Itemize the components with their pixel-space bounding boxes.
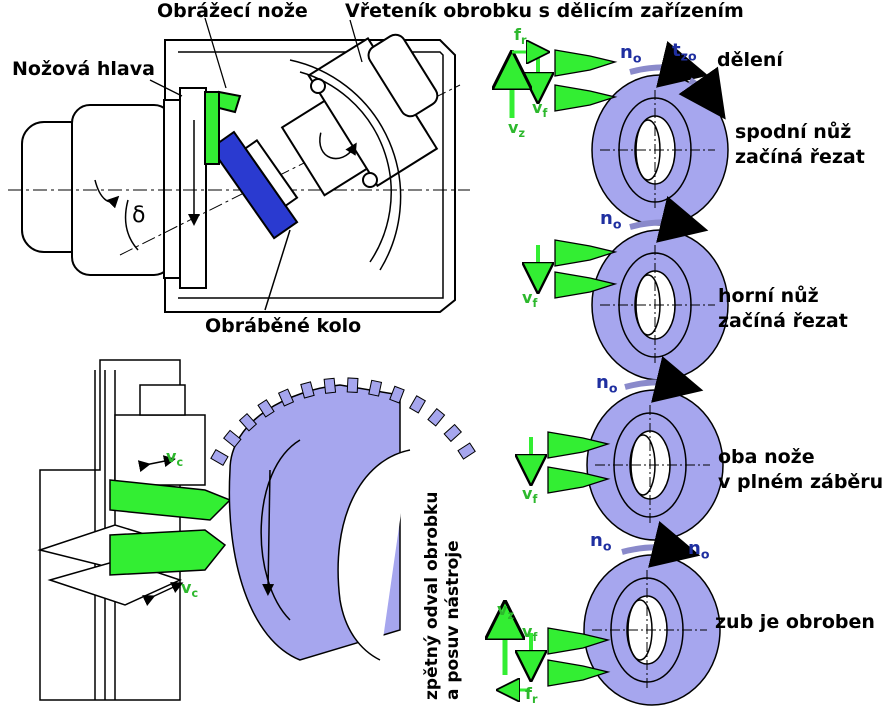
gear-tooth [323, 377, 337, 394]
upper-knife [554, 49, 618, 77]
side-note-line1: zpětný odval obrobku [422, 491, 442, 700]
label-workpiece: Obráběné kolo [205, 315, 362, 337]
gear-tooth [277, 388, 295, 407]
upper-knife [554, 239, 618, 267]
gear-tooth [389, 385, 405, 404]
upper-knife [547, 627, 611, 655]
upper-knife-3d [109, 479, 232, 521]
stage-label-division: dělení [717, 49, 783, 71]
lower-knife [554, 271, 618, 299]
stage-label-upper-knife: horní nůž začíná řezat [718, 285, 848, 332]
cutting-3d-view [37, 359, 476, 701]
symbol-no-1: no [620, 42, 642, 66]
stage-1 [512, 41, 729, 226]
lower-knife [547, 659, 611, 687]
gear-tooth [238, 412, 258, 432]
gear-tooth [368, 379, 383, 397]
gear-tooth [443, 423, 463, 443]
gear-tooth [457, 442, 476, 460]
gear-tooth [346, 377, 359, 393]
symbol-fr-1: fr [514, 25, 527, 48]
side-note: zpětný odval obrobku a posuv nástroje [422, 492, 464, 700]
symbol-vc-2: vc [181, 578, 199, 601]
lower-knife [554, 84, 618, 112]
gear-tooth [427, 408, 446, 427]
indexing-arrow [678, 66, 726, 120]
gear-tooth [223, 429, 242, 448]
side-note-line2: a posuv nástroje [443, 540, 463, 700]
rotation-arrow [621, 521, 701, 568]
symbol-no-2: no [600, 208, 622, 232]
rotation-arrow [629, 196, 709, 243]
symbol-no-4: no [590, 530, 612, 554]
label-tool-head: Nožová hlava [12, 58, 155, 80]
gear-tooth [257, 399, 275, 418]
workpiece-axis [119, 84, 461, 256]
stage-4 [505, 521, 721, 706]
stage-label-both-knives: oba nože v plném záběru [718, 446, 884, 493]
rotation-arrow [624, 356, 704, 403]
symbol-vf-2: vf [522, 288, 538, 311]
knife-tip [218, 90, 242, 114]
stage-label-lower-knife: spodní nůž začíná řezat [735, 121, 865, 168]
symbol-vc-1: vc [166, 447, 184, 470]
symbol-no-5: no [688, 538, 710, 562]
symbol-no-3: no [596, 372, 618, 396]
workpiece-pointer [264, 229, 291, 311]
gear-tooth [408, 395, 427, 414]
stage-3 [531, 356, 724, 541]
symbol-tzo: tzo [672, 40, 697, 64]
machine-schematic [8, 17, 470, 313]
rotation-arrow [629, 41, 709, 88]
lower-knife [547, 466, 611, 494]
symbol-vz-1: vz [508, 118, 525, 141]
lower-knife-3d [109, 529, 227, 576]
stage-2 [538, 196, 729, 381]
symbol-vz-2: vz [497, 600, 514, 623]
tool-head-plate [179, 87, 207, 289]
symbol-vf-4: vf [522, 622, 538, 645]
gear-teeth [210, 377, 476, 467]
upper-knife [204, 91, 220, 165]
symbol-vf-3: vf [522, 484, 538, 507]
gear-tooth [300, 381, 315, 399]
label-delta: δ [132, 203, 146, 228]
stage-label-tooth-done: zub je obroben [715, 611, 875, 633]
label-knives: Obrážecí nože [157, 0, 308, 22]
symbol-vf-1: vf [532, 98, 548, 121]
upper-knife [547, 431, 611, 459]
label-workhead: Vřeteník obrobku s dělicím zařízením [345, 0, 744, 22]
gear-tooth [210, 448, 229, 467]
stage-sequence [505, 41, 729, 706]
symbol-fr-2: fr [525, 684, 538, 707]
